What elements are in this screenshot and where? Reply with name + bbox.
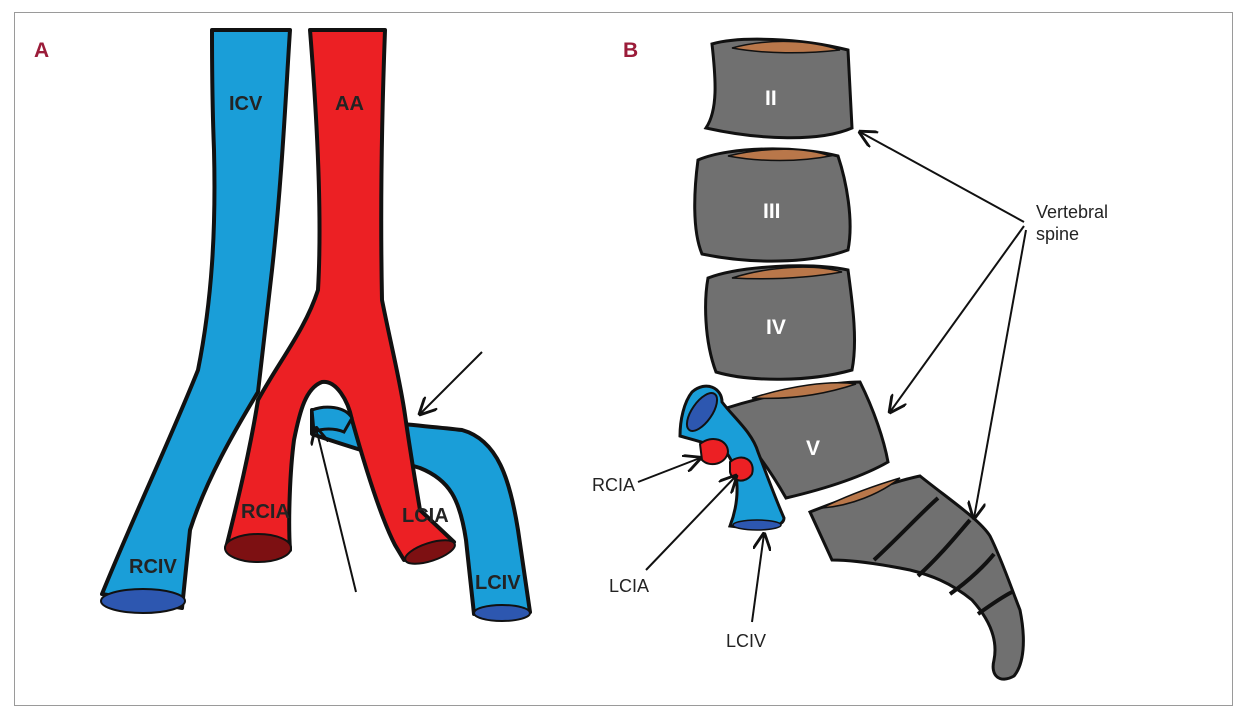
arrow-compressed-vein [316,428,356,592]
arrow-spine-to-ii [860,132,1024,222]
arrow-compression-site [420,352,482,414]
callout-vertebral-line2: spine [1036,224,1079,244]
vertebra-label-iv: IV [766,316,786,339]
label-lciv: LCIV [475,572,521,594]
callout-lcia: LCIA [609,576,649,596]
label-rciv: RCIV [129,556,177,578]
arrow-lciv [752,534,764,622]
label-icv: ICV [229,93,263,115]
callout-vertebral-line1: Vertebral [1036,202,1108,222]
rcia-end [225,534,291,562]
rciv-end [101,589,185,613]
vertebra-label-v: V [806,437,820,460]
callout-lciv: LCIV [726,631,766,651]
panel-a-letter: A [34,39,49,62]
arrow-rcia [638,458,700,482]
arrow-lcia [646,476,736,570]
vertebra-ii [706,39,852,138]
vertebra-label-ii: II [765,87,777,110]
callout-rcia: RCIA [592,475,635,495]
sacrum [810,476,1023,679]
lciv-end [474,605,530,621]
label-rcia: RCIA [241,501,290,523]
lciv-visible-segment [312,407,352,432]
panel-b-letter: B [623,39,638,62]
vertebra-label-iii: III [763,200,781,223]
label-lcia: LCIA [402,505,449,527]
label-aa: AA [335,93,364,115]
arrow-spine-to-v [890,226,1024,412]
arrow-spine-to-sacrum [974,230,1026,518]
